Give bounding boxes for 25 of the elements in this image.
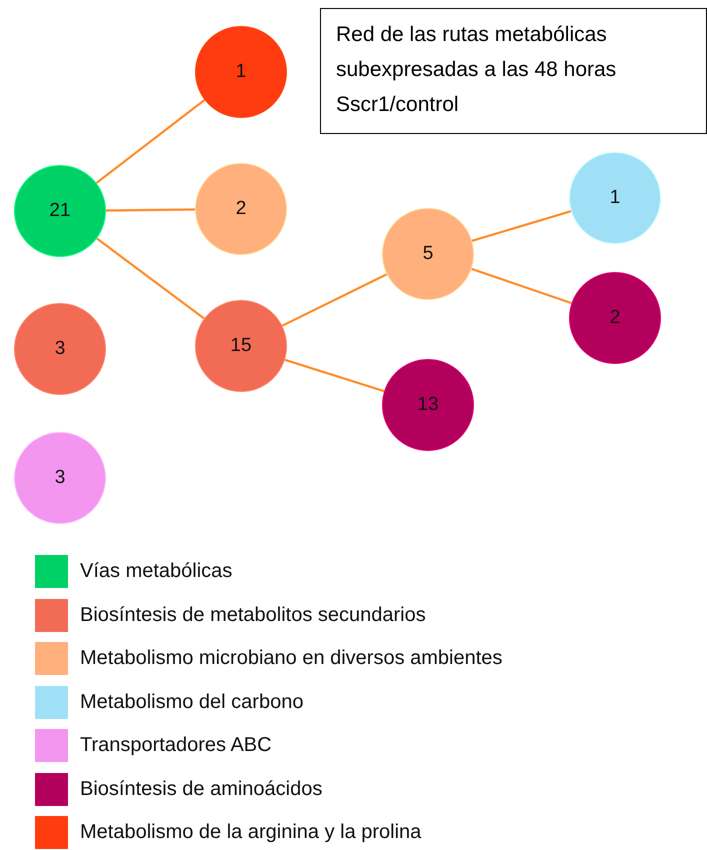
legend-text: Biosíntesis de aminoácidos	[80, 776, 322, 800]
legend-text: Metabolismo del carbono	[80, 690, 304, 714]
connector-line	[471, 268, 572, 304]
connector-line	[96, 99, 206, 184]
node-count: 1	[610, 187, 620, 209]
connector-line	[284, 358, 384, 392]
node-count: 3	[54, 467, 66, 489]
node-count: 1	[236, 61, 246, 83]
legend-text: Biosíntesis de metabolitos secundarios	[80, 602, 426, 626]
connector-line	[106, 208, 196, 212]
connector-line	[282, 273, 388, 327]
legend-text: Vías metabólicas	[80, 559, 232, 583]
legend-text: Transportadores ABC	[80, 733, 272, 757]
node-count: 2	[610, 307, 620, 329]
node-count: 2	[236, 198, 246, 220]
node-count: 3	[54, 338, 66, 360]
legend-text: Metabolismo de la arginina y la prolina	[80, 820, 422, 844]
node-count: 15	[230, 335, 252, 357]
connector-line	[472, 210, 572, 242]
node-count: 5	[422, 243, 434, 265]
node-count: 21	[49, 200, 71, 222]
node-count: 13	[417, 394, 439, 416]
connector-line	[96, 238, 205, 320]
title-text: Red de las rutas metabólicas subexpresadas a las 48 horas Sscr1/control	[320, 8, 707, 134]
legend-text: Metabolismo microbiano en diversos ambientes	[80, 646, 502, 670]
